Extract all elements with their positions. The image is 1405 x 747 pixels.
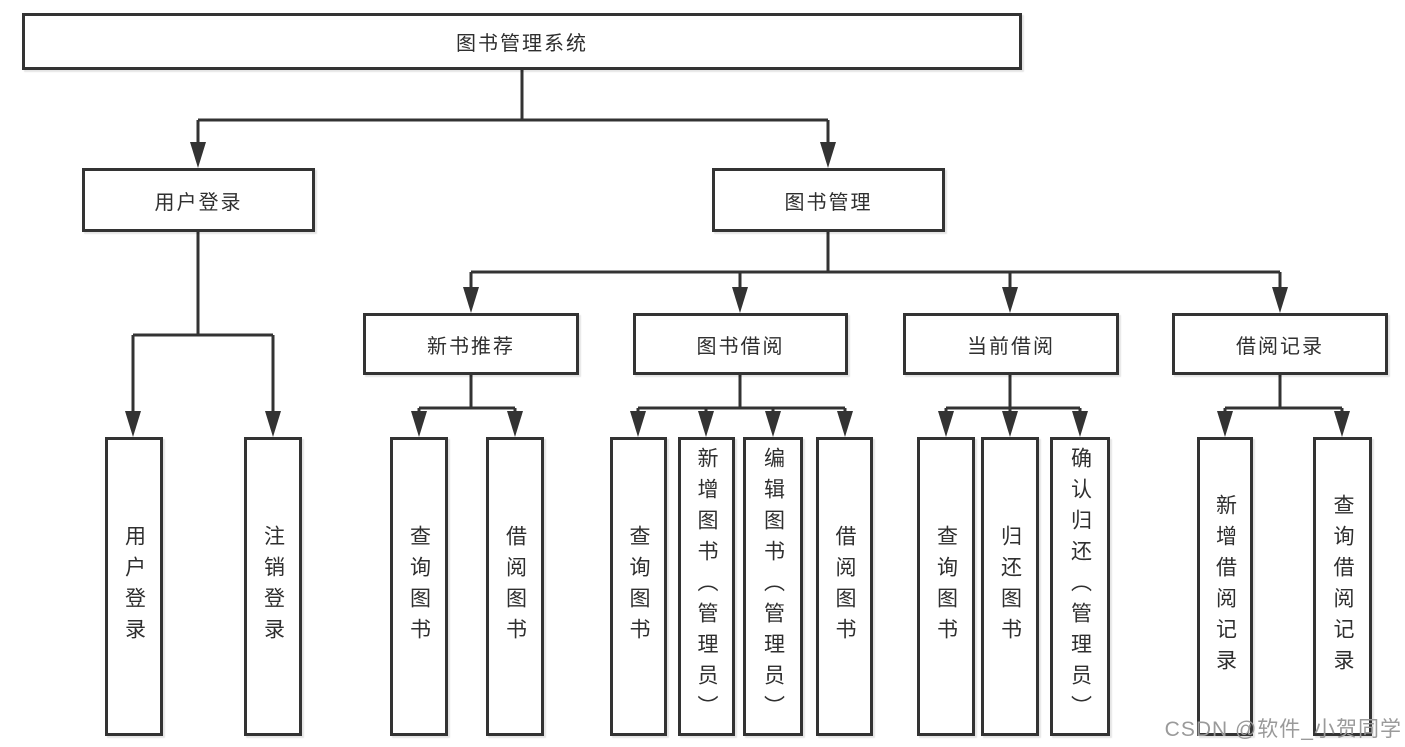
- leaf-query-books-borrow: 查询图书: [610, 437, 667, 736]
- leaf-logout: 注销登录: [244, 437, 302, 736]
- node-new-book-recommend: 新书推荐: [363, 313, 579, 375]
- leaf-return-book: 归还图书: [981, 437, 1039, 736]
- node-new-book-recommend-label: 新书推荐: [427, 335, 515, 358]
- node-root-label: 图书管理系统: [456, 33, 588, 55]
- node-book-management-label: 图书管理: [784, 191, 873, 214]
- leaf-query-books-current: 查询图书: [917, 437, 975, 736]
- leaf-query-books-newbook: 查询图书: [390, 437, 448, 736]
- leaf-query-books-newbook-label: 查询图书: [407, 524, 431, 649]
- leaf-logout-label: 注销登录: [261, 524, 285, 649]
- leaf-borrow-books-newbook-label: 借阅图书: [503, 524, 527, 649]
- leaf-borrow-books-borrow-label: 借阅图书: [833, 524, 856, 649]
- leaf-query-borrow-record-label: 查询借阅记录: [1331, 493, 1354, 680]
- node-borrow-records: 借阅记录: [1172, 313, 1388, 375]
- leaf-query-books-borrow-label: 查询图书: [627, 524, 650, 649]
- node-root: 图书管理系统: [22, 13, 1022, 70]
- leaf-borrow-books-borrow: 借阅图书: [816, 437, 873, 736]
- leaf-add-borrow-record-label: 新增借阅记录: [1213, 493, 1237, 680]
- leaf-return-book-label: 归还图书: [998, 524, 1022, 649]
- leaf-confirm-return-admin-label: 确认归还（管理员）: [1068, 447, 1092, 726]
- node-current-borrow: 当前借阅: [903, 313, 1119, 375]
- leaf-user-login: 用户登录: [105, 437, 163, 736]
- leaf-add-book-admin-label: 新增图书（管理员）: [695, 447, 718, 726]
- leaf-borrow-books-newbook: 借阅图书: [486, 437, 544, 736]
- leaf-confirm-return-admin: 确认归还（管理员）: [1050, 437, 1110, 736]
- leaf-query-books-current-label: 查询图书: [934, 524, 958, 649]
- node-book-management: 图书管理: [712, 168, 945, 232]
- leaf-query-borrow-record: 查询借阅记录: [1313, 437, 1372, 736]
- node-user-login: 用户登录: [82, 168, 315, 232]
- node-book-borrow-label: 图书借阅: [696, 335, 785, 358]
- leaf-edit-book-admin: 编辑图书（管理员）: [743, 437, 803, 736]
- node-user-login-label: 用户登录: [154, 191, 243, 214]
- node-book-borrow: 图书借阅: [633, 313, 848, 375]
- node-current-borrow-label: 当前借阅: [967, 335, 1055, 358]
- leaf-add-book-admin: 新增图书（管理员）: [678, 437, 735, 736]
- leaf-user-login-label: 用户登录: [122, 524, 146, 649]
- leaf-add-borrow-record: 新增借阅记录: [1197, 437, 1253, 736]
- leaf-edit-book-admin-label: 编辑图书（管理员）: [761, 447, 785, 726]
- node-borrow-records-label: 借阅记录: [1236, 335, 1324, 358]
